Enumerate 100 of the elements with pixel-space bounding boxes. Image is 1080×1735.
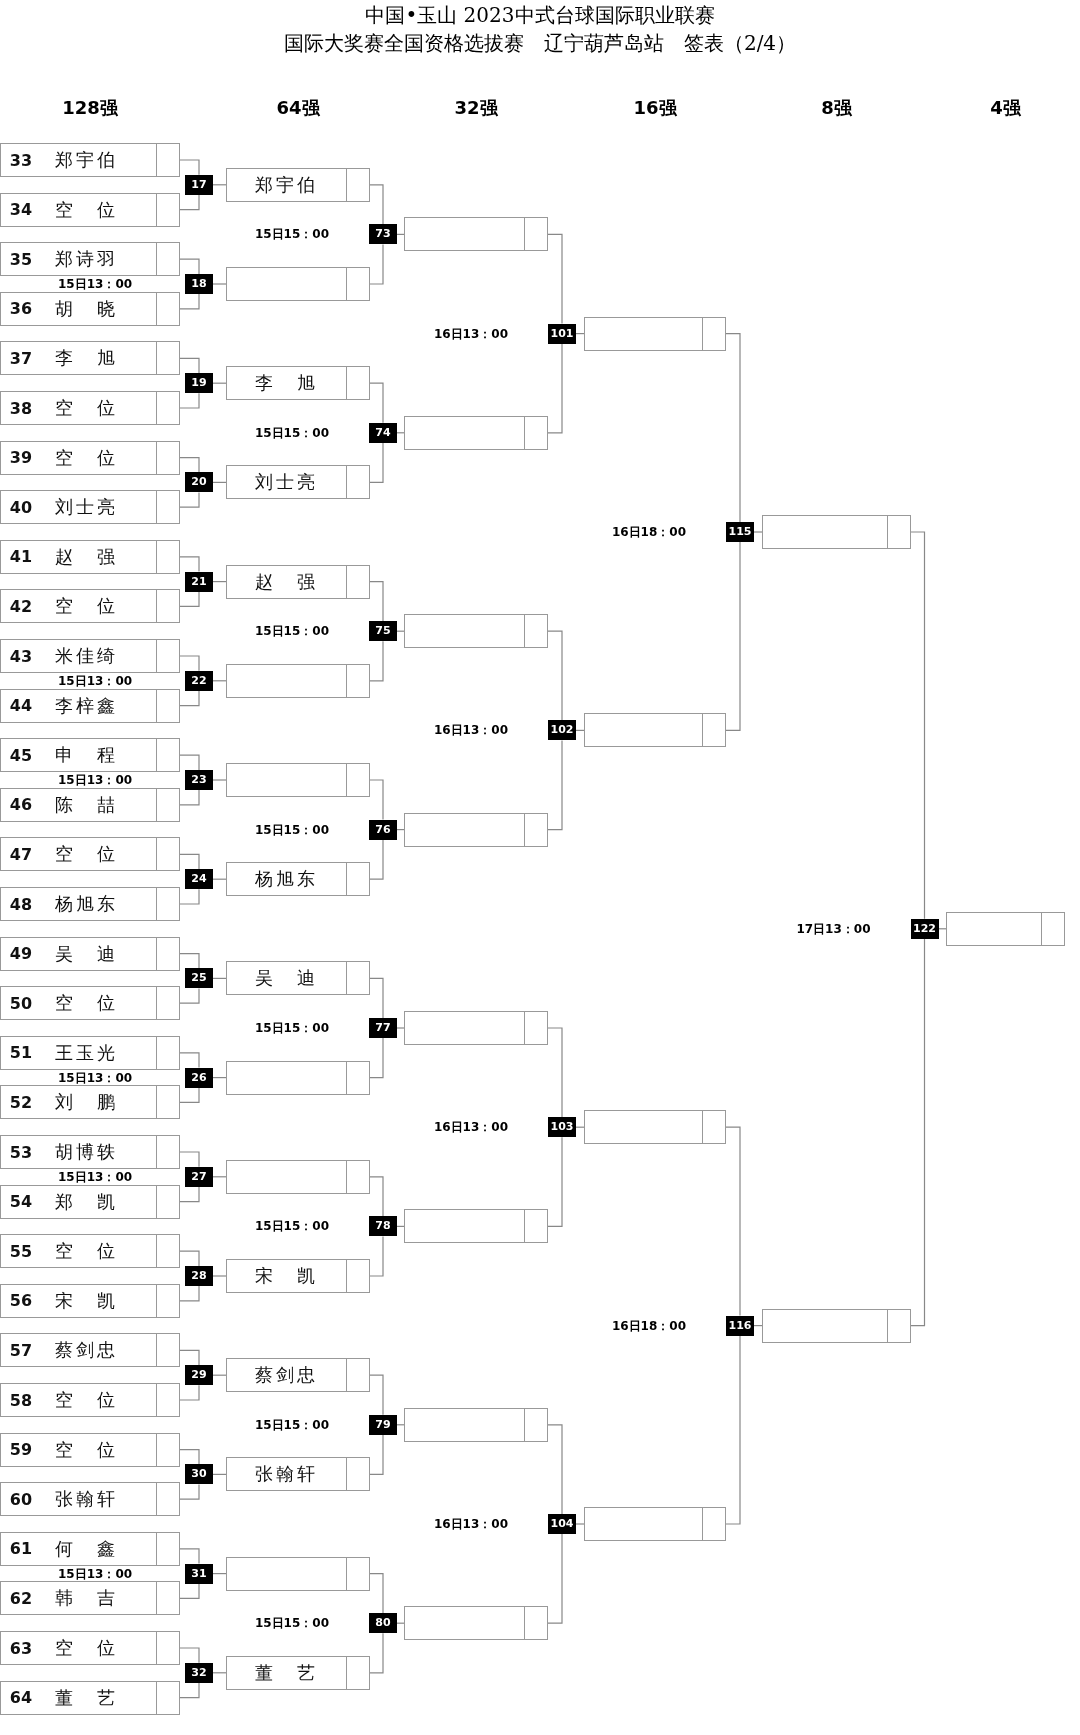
bracket-line <box>369 839 384 880</box>
seed-number: 38 <box>8 398 34 418</box>
bracket-line <box>179 655 200 672</box>
bracket-slot <box>0 143 180 177</box>
bracket-line <box>369 184 384 225</box>
bracket-slot <box>0 440 180 475</box>
bracket-line <box>369 977 384 1019</box>
player-name: 郑诗羽 <box>55 247 115 272</box>
bracket-slot <box>0 887 180 921</box>
match-time: 16日13：00 <box>433 723 508 738</box>
bracket-slot <box>0 391 180 425</box>
bracket-slot <box>0 589 180 624</box>
match-time: 15日13：00 <box>58 773 133 787</box>
player-name: 空位 <box>55 1388 115 1412</box>
match-time: 15日13：00 <box>58 1169 133 1184</box>
bracket-slot <box>946 911 1065 946</box>
seed-number: 55 <box>8 1241 34 1261</box>
bracket-line <box>725 541 741 731</box>
bracket-slot <box>584 713 726 748</box>
bracket-slot <box>0 1184 180 1219</box>
player-name: 吴迪 <box>55 941 115 966</box>
bracket-slot <box>0 1432 180 1467</box>
player-name: 郑凯 <box>55 1189 115 1214</box>
match-number: 18 <box>185 274 213 294</box>
bracket-line <box>369 1235 384 1277</box>
bracket-line <box>910 938 926 1327</box>
bracket-slot <box>0 787 180 822</box>
bracket-line <box>179 357 200 374</box>
seed-number: 56 <box>8 1291 34 1311</box>
player-name: 空位 <box>55 197 115 222</box>
bracket-line <box>212 283 227 285</box>
player-name: 李梓鑫 <box>55 693 115 718</box>
match-time: 15日13：00 <box>58 1070 133 1085</box>
match-number: 122 <box>910 918 939 939</box>
player-name: 空位 <box>55 1239 115 1264</box>
match-number: 102 <box>548 720 576 741</box>
bracket-line <box>369 581 384 622</box>
bracket-line <box>369 1037 384 1079</box>
bracket-slot <box>0 936 180 971</box>
bracket-line <box>396 1622 405 1624</box>
bracket-line <box>547 343 563 434</box>
bracket-line <box>179 1384 200 1401</box>
bracket-slot <box>0 1531 180 1566</box>
bracket-line <box>179 591 200 607</box>
seed-number: 45 <box>8 745 34 765</box>
match-number: 78 <box>369 1216 397 1237</box>
match-number: 30 <box>185 1464 213 1485</box>
bracket-line <box>369 640 384 682</box>
match-time: 16日18：00 <box>611 525 686 539</box>
bracket-line <box>179 1647 200 1664</box>
bracket-slot <box>226 366 370 401</box>
bracket-line <box>369 382 384 424</box>
match-time: 15日15：00 <box>254 1417 329 1432</box>
bracket-slot <box>762 515 911 549</box>
bracket-line <box>179 1349 200 1366</box>
seed-number: 54 <box>8 1192 34 1212</box>
bracket-slot <box>226 1655 370 1690</box>
bracket-line <box>179 754 200 771</box>
bracket-slot <box>404 415 548 450</box>
bracket-slot <box>404 1011 548 1045</box>
seed-number: 61 <box>8 1539 34 1559</box>
match-number: 75 <box>369 621 397 642</box>
seed-number: 59 <box>8 1440 34 1460</box>
bracket-line <box>179 690 200 707</box>
bracket-slot <box>0 291 180 326</box>
bracket-slot <box>226 564 370 599</box>
bracket-line <box>396 432 405 434</box>
bracket-line <box>179 1548 200 1565</box>
seed-number: 35 <box>8 249 34 269</box>
match-number: 116 <box>726 1315 754 1336</box>
bracket-slot <box>0 1680 180 1715</box>
player-name: 刘士亮 <box>55 495 115 520</box>
bracket-slot <box>404 1407 548 1442</box>
bracket-slot <box>0 1085 180 1120</box>
seed-number: 33 <box>8 150 34 170</box>
bracket-line <box>725 333 741 523</box>
match-number: 32 <box>185 1662 213 1683</box>
bracket-slot <box>0 1333 180 1368</box>
bracket-line <box>179 1087 200 1103</box>
bracket-line <box>179 953 200 969</box>
bracket-line <box>179 987 200 1004</box>
match-time: 16日13：00 <box>433 1517 508 1531</box>
match-number: 27 <box>185 1166 213 1187</box>
bracket-slot <box>226 167 370 202</box>
player-name: 董艺 <box>255 1660 315 1685</box>
player-name: 郑宇伯 <box>255 172 315 197</box>
title: 中国•玉山 2023中式台球国际职业联赛 <box>364 2 716 29</box>
player-name: 蔡剑忠 <box>55 1338 115 1363</box>
bracket-slot <box>404 614 548 649</box>
match-number: 29 <box>185 1365 213 1386</box>
match-number: 28 <box>185 1266 213 1286</box>
bracket-slot <box>0 837 180 872</box>
match-number: 80 <box>369 1613 397 1634</box>
match-number: 115 <box>726 522 754 542</box>
seed-number: 50 <box>8 993 34 1013</box>
bracket-slot <box>226 663 370 698</box>
bracket-slot <box>0 192 180 227</box>
bracket-line <box>179 1186 200 1203</box>
bracket-slot <box>0 341 180 376</box>
match-number: 21 <box>185 571 213 592</box>
